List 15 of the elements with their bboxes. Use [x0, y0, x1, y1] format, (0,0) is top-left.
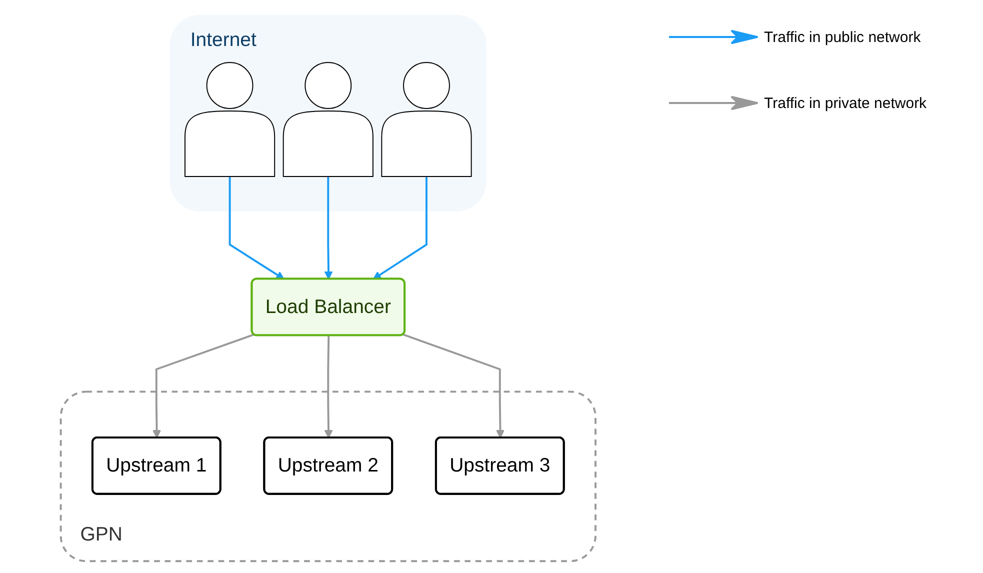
legend-text: Traffic in public network	[764, 28, 921, 46]
arrow	[324, 176, 333, 280]
person-icon	[282, 62, 374, 177]
person-icon	[381, 62, 472, 177]
person-icon	[184, 62, 275, 177]
arrow	[324, 336, 333, 438]
load-balancer-box: Load Balancer	[250, 278, 406, 336]
arrow	[228, 176, 284, 280]
server-box: Upstream 2	[263, 436, 393, 495]
legend-text: Traffic in private network	[764, 94, 927, 112]
arrow	[372, 176, 428, 280]
server-box: Upstream 1	[91, 436, 222, 495]
arrow	[152, 334, 254, 438]
server-box: Upstream 3	[434, 436, 565, 495]
arrow	[402, 334, 504, 438]
